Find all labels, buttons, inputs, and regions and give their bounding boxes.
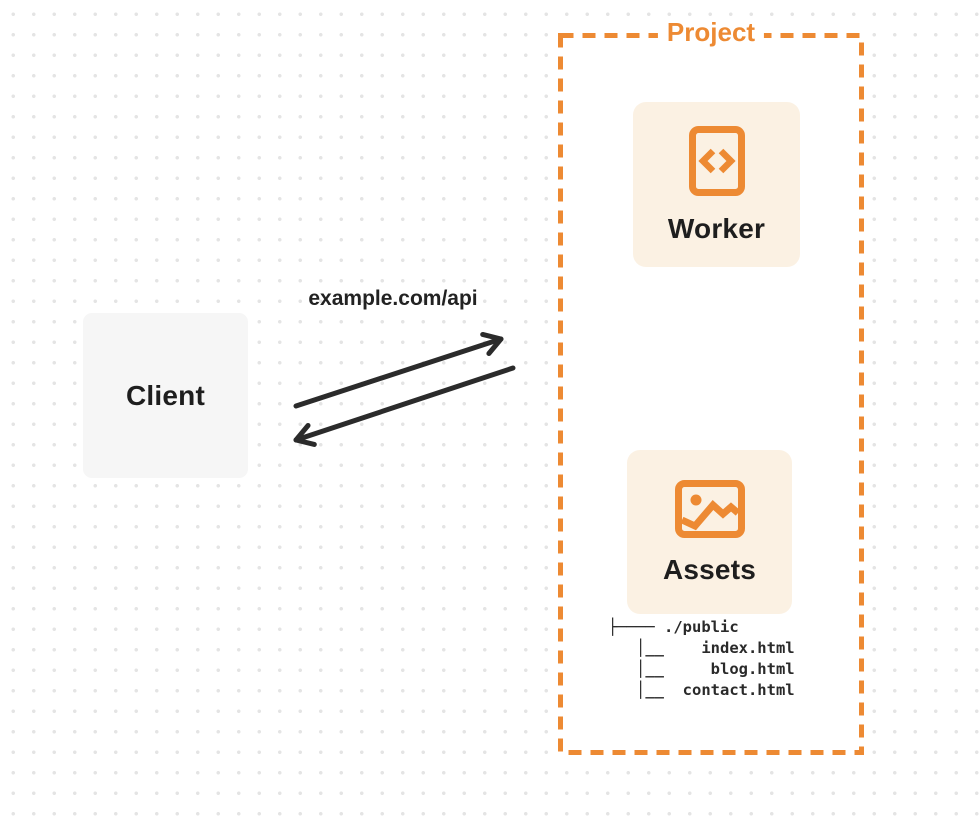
client-label: Client bbox=[126, 379, 205, 411]
request-arrow bbox=[293, 331, 504, 409]
assets-file-tree: ├──── ./public │__ index.html │__ blog.h… bbox=[608, 618, 795, 699]
project-boundary bbox=[558, 33, 864, 755]
worker-node: Worker bbox=[633, 102, 800, 267]
project-label: Project bbox=[657, 17, 765, 48]
request-url-label: example.com/api bbox=[308, 287, 478, 310]
worker-label: Worker bbox=[667, 213, 766, 244]
assets-label: Assets bbox=[662, 554, 757, 585]
assets-node: Assets bbox=[627, 450, 792, 614]
project-container: Project Worker Assets ├──── ./public │__… bbox=[558, 17, 864, 755]
client-node: Client bbox=[83, 313, 248, 478]
code-file-icon bbox=[688, 126, 745, 196]
response-arrow bbox=[293, 365, 516, 447]
image-icon bbox=[674, 480, 745, 538]
